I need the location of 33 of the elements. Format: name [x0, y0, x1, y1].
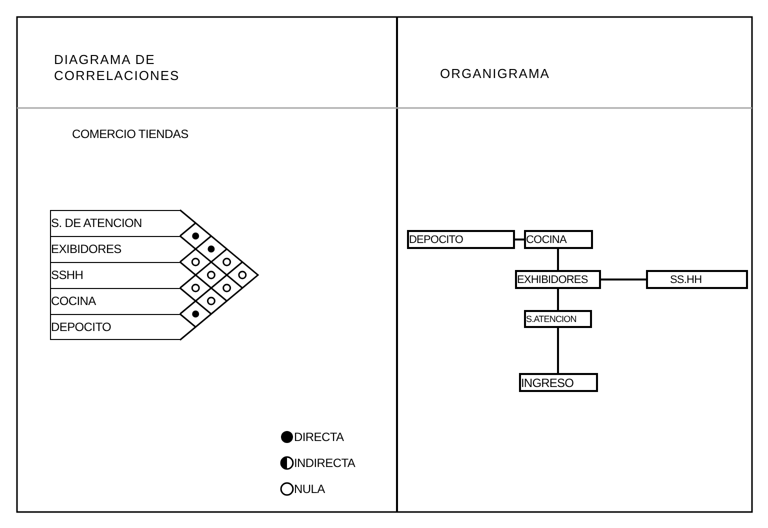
matrix-row [50, 262, 180, 288]
matrix-row [50, 314, 180, 340]
box-label: DEPOCITO [409, 234, 464, 246]
org-box [646, 270, 748, 289]
row-label: COCINA [51, 294, 96, 308]
org-box [407, 230, 515, 249]
box-label: COCINA [526, 234, 566, 246]
connector-line [557, 289, 559, 310]
connector-line [515, 238, 524, 240]
org-box [524, 310, 592, 328]
legend-label: DIRECTA [294, 430, 344, 444]
row-label: SSHH [51, 268, 84, 282]
matrix-row [50, 288, 180, 314]
box-label: SS.HH [670, 274, 702, 286]
heading-text: ORGANIGRAMA [440, 66, 550, 82]
heading-text: DIAGRAMA DE CORRELACIONES [54, 52, 181, 84]
box-label: S.ATENCION [526, 314, 576, 324]
connector-line [557, 249, 559, 270]
matrix-row [50, 210, 180, 236]
legend-label: NULA [294, 482, 325, 496]
row-label: DEPOCITO [51, 320, 112, 334]
connector-line [601, 278, 646, 280]
row-label: S. DE ATENCION [51, 216, 142, 230]
org-box [515, 270, 601, 289]
org-box [519, 373, 598, 392]
row-label: EXIBIDORES [51, 242, 122, 256]
legend-label: INDIRECTA [294, 456, 356, 470]
connector-line [557, 328, 559, 373]
heading-text: COMERCIO TIENDAS [72, 126, 188, 142]
org-box [524, 230, 593, 249]
box-label: EXHIBIDORES [517, 274, 588, 286]
matrix-row [50, 236, 180, 262]
box-label: INGRESO [521, 376, 574, 390]
